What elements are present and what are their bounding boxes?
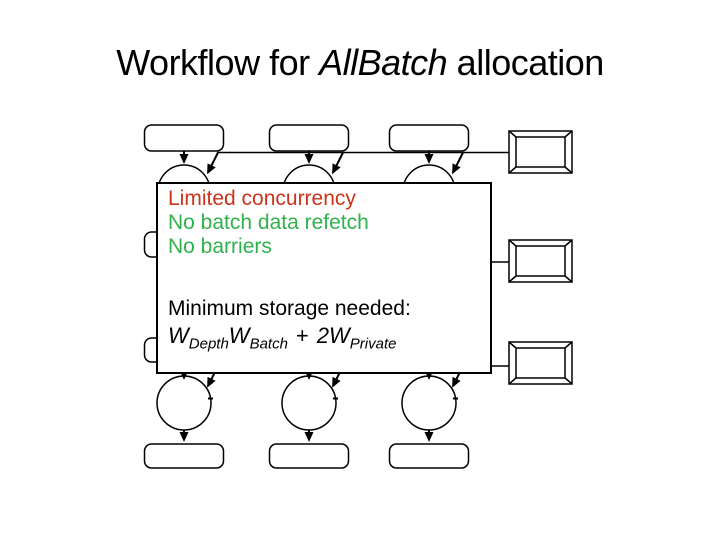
fetch-arrow (452, 152, 464, 175)
fetch-arrow (207, 152, 219, 175)
formula-term-base: W (228, 323, 250, 348)
title-emphasis: AllBatch (319, 42, 448, 83)
formula-term-subscript: Batch (249, 335, 288, 353)
volume-bevel-edges (508, 130, 573, 174)
annotation-line-concurrency: Limited concurrency (168, 187, 356, 210)
task-node (281, 375, 337, 431)
storage-heading: Minimum storage needed: (168, 297, 411, 320)
volume-bevel-edges (508, 239, 573, 283)
title-text-pre: Workflow for (116, 42, 320, 83)
formula-term-subscript: Depth (188, 335, 229, 353)
bottom-file-row (143, 443, 470, 469)
storage-formula: WDepthWBatch+2WPrivate (168, 324, 484, 356)
batch-volume-box (508, 130, 573, 174)
annotation-box: Limited concurrency No batch data refetc… (156, 182, 492, 374)
top-file-row (143, 124, 470, 152)
task-row-bottom (156, 375, 457, 431)
file-node (388, 124, 470, 152)
file-node (388, 443, 470, 469)
volume-inner (515, 347, 566, 379)
file-node (268, 124, 350, 152)
file-node (143, 443, 225, 469)
file-node (143, 124, 225, 152)
formula-term-base: 2W (316, 323, 350, 348)
batch-volume-box (508, 341, 573, 385)
annotation-line-refetch: No batch data refetch (168, 211, 369, 234)
fetch-arrow (332, 152, 344, 175)
volume-bevel-edges (508, 341, 573, 385)
volume-inner (515, 245, 566, 277)
slide-title: Workflow for AllBatch allocation (0, 43, 720, 83)
spacer (168, 259, 484, 297)
title-text-post: allocation (447, 42, 605, 83)
task-node (401, 375, 457, 431)
file-node (268, 443, 350, 469)
batch-volume-box (508, 239, 573, 283)
task-node (156, 375, 212, 431)
annotation-line-barriers: No barriers (168, 235, 272, 258)
formula-term-subscript: Private (349, 335, 397, 353)
formula-term-base: W (168, 323, 189, 348)
formula-operator: + (295, 323, 309, 348)
volume-inner (515, 136, 566, 168)
